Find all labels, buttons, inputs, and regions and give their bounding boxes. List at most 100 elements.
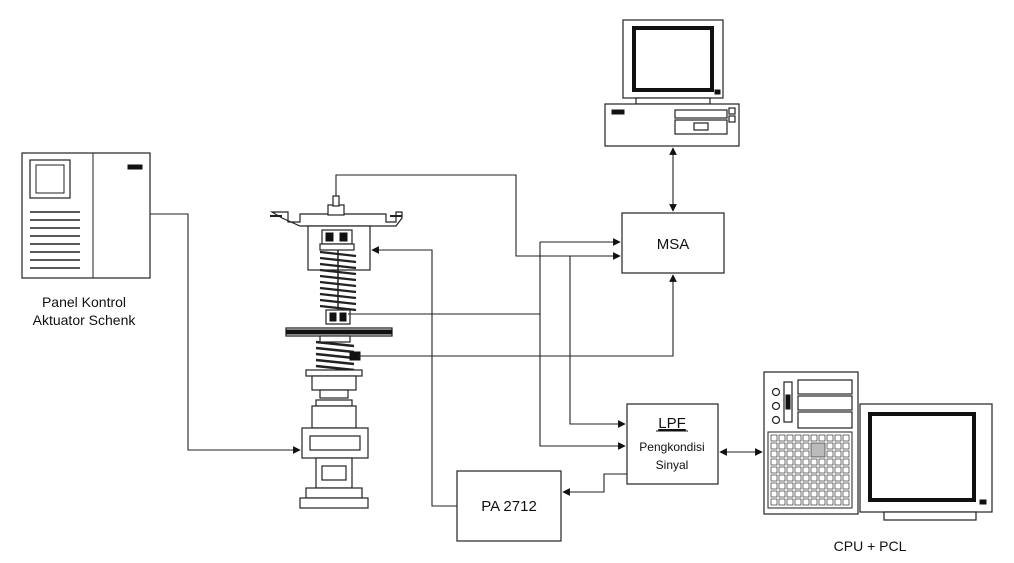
keypad-key	[786, 474, 794, 482]
keypad-key	[786, 490, 794, 498]
keypad-key	[786, 466, 794, 474]
keypad-key	[810, 458, 818, 466]
keypad-key	[810, 442, 826, 458]
keypad-key	[842, 466, 850, 474]
keypad-key	[826, 442, 834, 450]
lpf-label: LPF	[658, 415, 686, 432]
conditioner-label-line2: Sinyal	[656, 458, 689, 472]
keypad-key	[770, 498, 778, 506]
lower-sensor-to-msa-line	[358, 274, 677, 357]
keypad-key	[786, 498, 794, 506]
keypad-key	[826, 450, 834, 458]
keypad-key	[770, 490, 778, 498]
keypad-key	[826, 498, 834, 506]
keypad-key	[802, 490, 810, 498]
keypad-key	[826, 490, 834, 498]
signal-conditioner-box	[626, 403, 719, 485]
keypad-key	[834, 498, 842, 506]
keypad-key	[770, 450, 778, 458]
panel-label-line2: Aktuator Schenk	[33, 312, 137, 328]
keypad-key	[786, 458, 794, 466]
keypad-key	[770, 474, 778, 482]
keypad-key	[770, 466, 778, 474]
keypad-key	[842, 450, 850, 458]
keypad-key	[794, 474, 802, 482]
control-panel-icon	[21, 152, 151, 279]
cpu-label: CPU + PCL	[834, 538, 907, 554]
keypad-key	[778, 434, 786, 442]
keypad-key	[770, 434, 778, 442]
keypad-key	[794, 458, 802, 466]
keypad-key	[842, 458, 850, 466]
keypad-key	[818, 434, 826, 442]
keypad-key	[826, 458, 834, 466]
keypad-key	[826, 482, 834, 490]
conditioner-label-line1: Pengkondisi	[639, 440, 704, 454]
keypad-key	[834, 434, 842, 442]
keypad-key	[818, 458, 826, 466]
keypad-key	[778, 466, 786, 474]
keypad-key	[842, 474, 850, 482]
keypad-key	[826, 474, 834, 482]
msa-tap-to-lpf-line	[569, 256, 626, 428]
keypad-key	[794, 482, 802, 490]
keypad-key	[794, 450, 802, 458]
keypad-key	[810, 466, 818, 474]
keypad-key	[802, 450, 810, 458]
keypad-key	[778, 458, 786, 466]
keypad-key	[802, 482, 810, 490]
keypad-key	[834, 442, 842, 450]
keypad-key	[802, 474, 810, 482]
keypad-key	[778, 482, 786, 490]
keypad-key	[834, 474, 842, 482]
keypad-key	[786, 450, 794, 458]
keypad-key	[794, 498, 802, 506]
keypad-key	[834, 450, 842, 458]
keypad-key	[778, 490, 786, 498]
keypad-key	[842, 490, 850, 498]
keypad-key	[802, 466, 810, 474]
keypad-key	[818, 498, 826, 506]
keypad-key	[842, 442, 850, 450]
keypad-key	[770, 482, 778, 490]
msa-box	[621, 212, 725, 274]
keypad-key	[834, 490, 842, 498]
keypad-key	[818, 474, 826, 482]
rig-top-to-msa-line	[335, 174, 621, 260]
tower-computer-icon	[763, 371, 993, 521]
suspension-test-rig-icon	[269, 195, 403, 509]
keypad-key	[770, 458, 778, 466]
keypad-key	[778, 474, 786, 482]
keypad-key	[818, 466, 826, 474]
keypad-key	[786, 442, 794, 450]
keypad-key	[778, 498, 786, 506]
pa2712-label: PA 2712	[481, 498, 537, 515]
pa2712-box	[456, 470, 562, 542]
keypad-key	[810, 482, 818, 490]
keypad-key	[778, 450, 786, 458]
keypad-key	[818, 482, 826, 490]
keypad-key	[842, 434, 850, 442]
keypad-key	[842, 482, 850, 490]
keypad-key	[794, 490, 802, 498]
keypad-key	[826, 434, 834, 442]
keypad-key	[818, 490, 826, 498]
keypad-key	[810, 490, 818, 498]
keypad-key	[778, 442, 786, 450]
panel-label-line1: Panel Kontrol	[42, 294, 126, 310]
keypad-key	[794, 442, 802, 450]
keypad-key	[810, 498, 818, 506]
keypad-key	[786, 434, 794, 442]
pa-to-rig-line	[371, 246, 457, 507]
keypad-key	[802, 434, 810, 442]
keypad-key	[802, 442, 810, 450]
keypad-key	[810, 434, 818, 442]
keypad-key	[794, 466, 802, 474]
keypad-key	[826, 466, 834, 474]
bus-to-conditioner-line	[539, 242, 626, 450]
keypad-key	[842, 498, 850, 506]
msa-label: MSA	[657, 236, 690, 253]
keypad-key	[834, 458, 842, 466]
keypad-key	[770, 442, 778, 450]
